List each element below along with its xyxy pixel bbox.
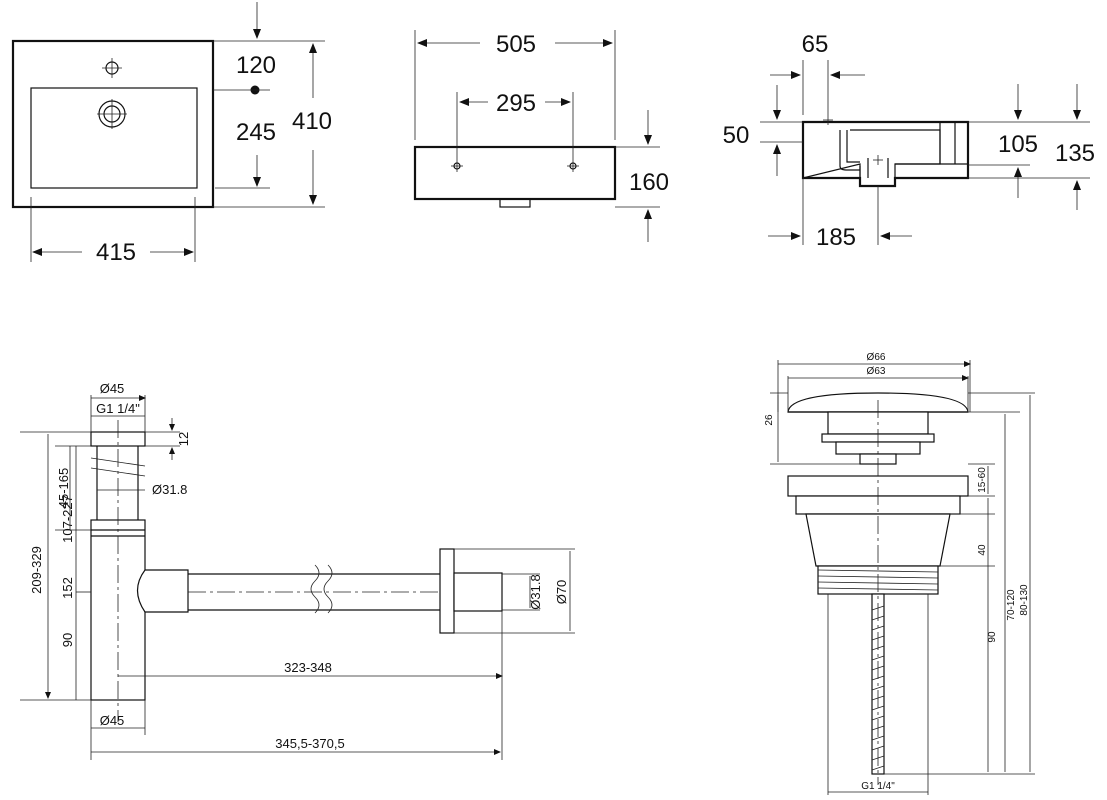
label-siphon-thread: G1 1/4" [96, 401, 140, 416]
label-valve-cap-outer: Ø66 [867, 352, 886, 363]
label-siphon-outlet-length: 323-348 [284, 660, 332, 675]
label-siphon-pipe-diameter: Ø31.8 [152, 482, 187, 497]
basin-side-view: 65 50 105 135 185 [723, 31, 1095, 251]
siphon-flange [439, 548, 455, 634]
label-siphon-inlet-adjust: 45-165 [56, 468, 71, 508]
dim-hole-spacing: 295 [496, 90, 536, 117]
siphon-drawing: Ø45 G1 1/4" 12 Ø31.8 209-329 45-165 107-… [20, 381, 575, 760]
basin-drain-outlet [499, 198, 531, 208]
dim-front-height: 160 [629, 169, 669, 196]
label-valve-thread: G1 1/4" [861, 781, 895, 792]
label-siphon-top-diameter: Ø45 [100, 381, 125, 396]
dim-basin-width: 415 [96, 239, 136, 266]
dim-total-height: 135 [1055, 140, 1095, 167]
label-valve-range-2: 80-130 [1019, 584, 1030, 616]
label-valve-range-1: 70-120 [1006, 589, 1017, 621]
hole-left-icon [451, 160, 463, 172]
basin-bowl [30, 87, 198, 189]
basin-front-outline [413, 145, 617, 201]
siphon-outlet-end [453, 572, 503, 612]
basin-front-view: 505 295 160 [413, 30, 669, 242]
dim-drain-offset: 185 [816, 224, 856, 251]
dim-front-width: 505 [496, 31, 536, 58]
dim-tap-offset: 120 [236, 52, 276, 79]
label-siphon-total-height: 209-329 [29, 546, 44, 594]
drain-valve-drawing: Ø66 Ø63 26 15-60 40 90 70-120 80-130 G1 … [764, 352, 1035, 795]
dim-side-top: 50 [723, 122, 750, 149]
dim-rim: 65 [802, 31, 829, 58]
label-siphon-inlet-length: 107-227 [60, 495, 75, 543]
hole-right-icon [567, 160, 579, 172]
label-siphon-total-length: 345,5-370,5 [275, 736, 344, 751]
drain-hole-icon [97, 99, 127, 129]
basin-top-view: 415 410 120 245 [11, 2, 332, 266]
label-siphon-outlet-height: 90 [60, 633, 75, 647]
label-siphon-outlet-pipe-diameter: Ø31.8 [528, 574, 543, 609]
label-valve-thread-length: 90 [987, 631, 998, 643]
label-valve-gap: 15-60 [977, 467, 988, 493]
label-siphon-body-height: 152 [60, 577, 75, 599]
label-valve-body-height: 40 [977, 544, 988, 556]
label-valve-cap-height: 26 [764, 414, 775, 426]
label-valve-cap-inner: Ø63 [867, 366, 886, 377]
label-siphon-bottom-diameter: Ø45 [100, 713, 125, 728]
basin-outline [11, 39, 215, 209]
dim-basin-height: 410 [292, 108, 332, 135]
dim-inner-height: 105 [998, 131, 1038, 158]
dim-inner-depth: 245 [236, 119, 276, 146]
side-hole-icon [823, 115, 883, 165]
tap-hole-icon [102, 58, 122, 78]
basin-section-outline [802, 121, 969, 187]
label-siphon-cap-height: 12 [176, 432, 191, 446]
label-siphon-flange-diameter: Ø70 [554, 580, 569, 605]
siphon-elbow [136, 569, 189, 613]
